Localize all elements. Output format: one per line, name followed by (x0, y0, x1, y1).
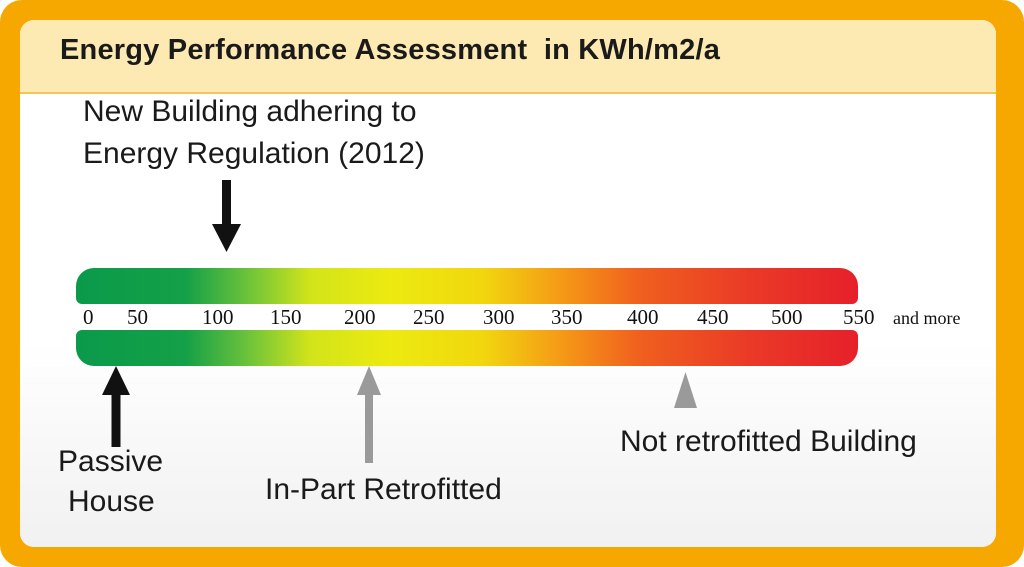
scale-bar-lower (76, 330, 858, 366)
scale-tick-350: 350 (551, 305, 583, 329)
new-building-label-line2: Energy Regulation (2012) (83, 137, 425, 170)
scale-tick-150: 150 (270, 305, 302, 329)
passive-house-label-line1: Passive (58, 445, 164, 478)
title-banner: Energy Performance Assessment in KWh/m2/… (20, 20, 996, 94)
scale-tick-200: 200 (344, 305, 376, 329)
scale-tick-300: 300 (483, 305, 515, 329)
new-building-label-line1: New Building adhering to (83, 95, 417, 128)
not-retrofitted-label: Not retrofitted Building (620, 425, 917, 458)
scale-tick-0: 0 (83, 305, 94, 329)
scale-tick-100: 100 (202, 305, 234, 329)
scale-bar-upper (76, 268, 858, 304)
arrow-passive-house (102, 366, 130, 447)
scale-tick-450: 450 (697, 305, 729, 329)
arrow-in-part-retrofitted (357, 366, 381, 463)
scale-tick-250: 250 (413, 305, 445, 329)
scale-tick-400: 400 (627, 305, 659, 329)
scale-tick-500: 500 (771, 305, 803, 329)
passive-house-label-line2: House (68, 485, 155, 518)
arrow-new-building (212, 180, 241, 252)
scale-tick-50: 50 (127, 305, 148, 329)
in-part-retrofitted-label: In-Part Retrofitted (265, 473, 502, 506)
diagram-title: Energy Performance Assessment in KWh/m2/… (60, 34, 721, 66)
diagram-body (20, 94, 996, 547)
scale-more-label: and more (893, 308, 961, 328)
arrow-not-retrofitted (674, 372, 697, 408)
scale-tick-550: 550 (843, 305, 875, 329)
